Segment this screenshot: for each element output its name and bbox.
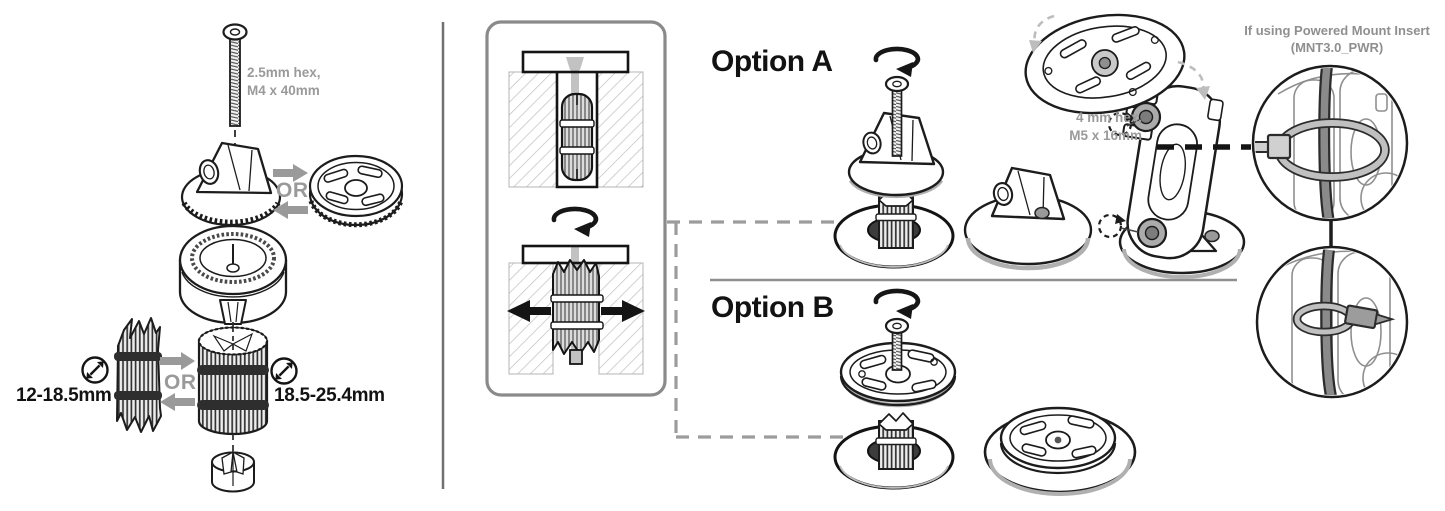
top-cap-disc-icon [178, 224, 288, 325]
diameter-icon [81, 356, 109, 384]
zip-tie-icon [1255, 118, 1390, 182]
option-b-assembly [833, 291, 957, 490]
bolt-spec-line2: M5 x 16mm [1069, 127, 1142, 143]
flat-insert-puck-alt-icon [308, 154, 404, 228]
shim-large-icon [197, 326, 269, 436]
zip-tie-icon [1292, 301, 1396, 337]
gopro-base-mount-icon [963, 166, 1093, 271]
shim-large-range-label: 18.5-25.4mm [274, 385, 385, 406]
cross-section-inset [485, 20, 667, 397]
stem-mount-exploded-view [81, 23, 404, 493]
rotate-icon [876, 49, 918, 77]
powered-insert-note: If using Powered Mount Insert (MNT3.0_PW… [1235, 23, 1439, 57]
swap-arrows-icon [160, 352, 195, 411]
screw-spec-line1: 2.5mm hex, [247, 65, 321, 80]
diameter-icon [270, 357, 298, 385]
zip-tie-callout-loose [1251, 64, 1409, 222]
hex-screw-m4-icon [222, 23, 248, 127]
powered-insert-note-line1: If using Powered Mount Insert [1244, 23, 1430, 38]
stem-cap-mount-icon [180, 141, 282, 227]
insert-expanded-diagram [507, 244, 645, 375]
shim-small-range-label: 12-18.5mm [16, 385, 112, 406]
dashed-connector [667, 220, 868, 439]
insert-seated-diagram [508, 50, 644, 189]
rotate-icon [876, 291, 918, 319]
option-b-title: Option B [711, 291, 834, 324]
option-a-assembly [833, 49, 955, 269]
screw-spec-label: 2.5mm hex, M4 x 40mm [247, 64, 321, 99]
bolt-spec-label: 4 mm hex, M5 x 16mm [1030, 109, 1142, 144]
swap-arrows-icon [273, 164, 308, 219]
or-label-top: OR [276, 179, 309, 202]
expand-arrows-icon [507, 300, 645, 322]
or-label-bottom: OR [164, 371, 197, 394]
bolt-spec-line1: 4 mm hex, [1075, 110, 1142, 125]
shim-small-icon [114, 317, 162, 433]
zip-tie-callout-tight [1255, 245, 1409, 399]
powered-insert-note-line2: (MNT3.0_PWR) [1290, 39, 1384, 55]
computer-puck-icon [1024, 13, 1186, 115]
expander-nut-icon [211, 450, 255, 493]
screw-spec-line2: M4 x 40mm [247, 82, 320, 98]
option-a-title: Option A [711, 45, 833, 78]
insert-puck-installed-icon [983, 406, 1137, 496]
